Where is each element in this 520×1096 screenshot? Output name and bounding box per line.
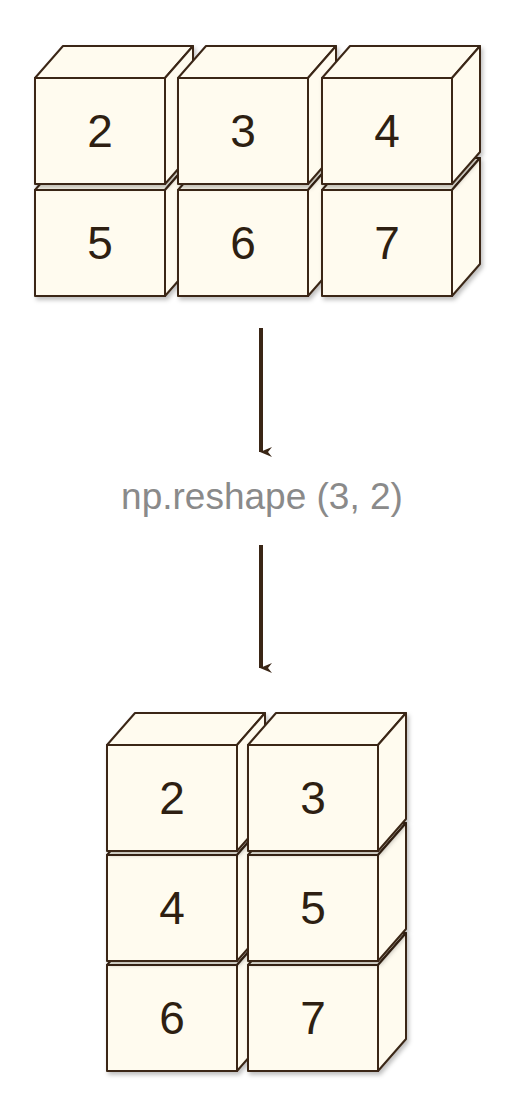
cube-front xyxy=(248,745,378,851)
cube-front xyxy=(322,190,452,296)
cell-value: 4 xyxy=(159,881,185,935)
cube-front xyxy=(178,190,308,296)
cell-value: 5 xyxy=(300,881,326,935)
array-cell: 4 xyxy=(322,78,452,184)
cube-side xyxy=(452,46,480,184)
cube-shape xyxy=(322,46,480,184)
cell-value: 3 xyxy=(300,771,326,825)
flow-arrow xyxy=(259,545,263,668)
cube-front xyxy=(107,745,237,851)
cube-shape xyxy=(107,713,265,851)
array-cell: 5 xyxy=(248,855,378,961)
cell-value: 4 xyxy=(374,104,400,158)
cube-shape xyxy=(178,46,336,184)
array-cell: 4 xyxy=(107,855,237,961)
cube-shape xyxy=(248,713,406,851)
cell-value: 7 xyxy=(300,991,326,1045)
cube-front xyxy=(107,855,237,961)
cube-front xyxy=(35,78,165,184)
array-cell: 3 xyxy=(178,78,308,184)
cell-value: 3 xyxy=(230,104,256,158)
array-cell: 5 xyxy=(35,190,165,296)
cell-value: 6 xyxy=(159,991,185,1045)
cube-front xyxy=(248,855,378,961)
array-cell: 2 xyxy=(107,745,237,851)
cell-value: 7 xyxy=(374,216,400,270)
array-cell: 7 xyxy=(322,190,452,296)
cube-side xyxy=(378,713,406,851)
cube-front xyxy=(107,965,237,1071)
cube-front xyxy=(248,965,378,1071)
cube-shape xyxy=(35,46,193,184)
cell-value: 6 xyxy=(230,216,256,270)
cell-value: 5 xyxy=(87,216,113,270)
cube-front xyxy=(178,78,308,184)
cell-value: 2 xyxy=(159,771,185,825)
operation-label: np.reshape (3, 2) xyxy=(117,476,407,518)
array-cell: 6 xyxy=(107,965,237,1071)
array-cell: 7 xyxy=(248,965,378,1071)
cell-value: 2 xyxy=(87,104,113,158)
cube-front xyxy=(322,78,452,184)
array-cell: 3 xyxy=(248,745,378,851)
array-cell: 6 xyxy=(178,190,308,296)
cube-front xyxy=(35,190,165,296)
flow-arrow xyxy=(259,328,263,452)
array-cell: 2 xyxy=(35,78,165,184)
